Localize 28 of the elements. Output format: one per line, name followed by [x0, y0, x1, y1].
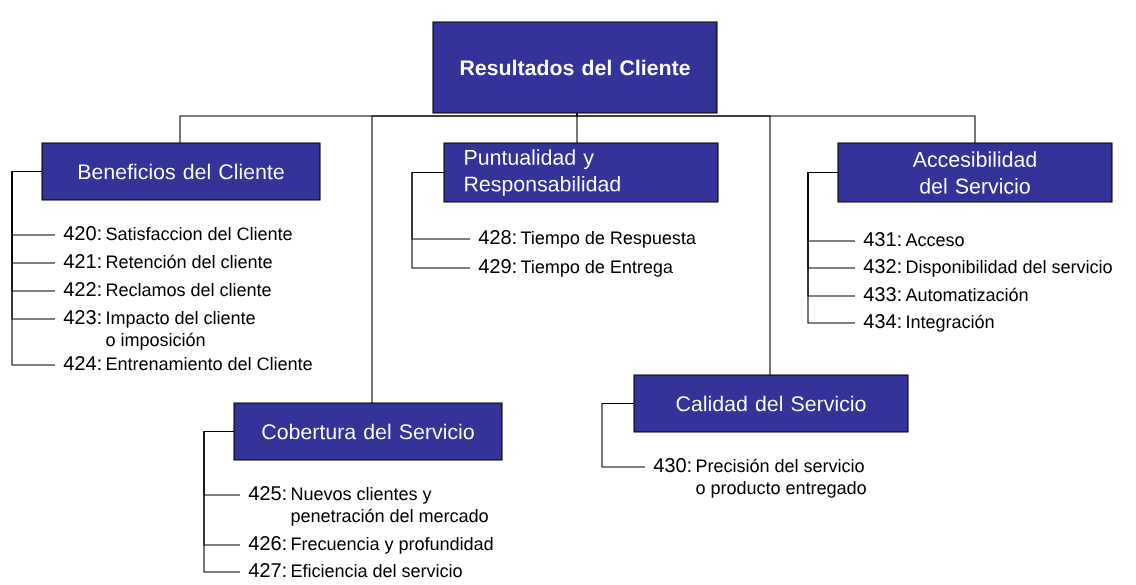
list-item: 429: Tiempo de Entrega — [478, 259, 673, 277]
category-box: Beneficios del Cliente — [41, 142, 321, 201]
list-item: 428: Tiempo de Respuesta — [478, 230, 696, 248]
category-box: Calidad del Servicio — [633, 374, 909, 433]
category-box: Accesibilidad del Servicio — [837, 142, 1113, 203]
connector-line — [411, 171, 471, 269]
list-item: 433: Automatización — [863, 287, 1028, 302]
title-box: Resultados del Cliente — [432, 21, 718, 114]
list-item: 420: Satisfaccion del Cliente — [63, 226, 292, 241]
connector-line — [203, 430, 241, 573]
list-item: 430: Precisión del servicio o producto entregado — [653, 458, 866, 498]
list-item: 434: Integración — [863, 314, 994, 332]
connector-line — [807, 171, 856, 324]
list-item: 426: Frecuencia y profundidad — [248, 536, 493, 554]
list-item: 427: Eficiencia del servicio — [248, 563, 462, 578]
connector-line — [601, 402, 646, 468]
category-box: Puntualidad y Responsabilidad — [443, 142, 719, 203]
category-box: Cobertura del Servicio — [233, 402, 503, 461]
list-item: 422: Reclamos del cliente — [63, 282, 271, 297]
list-item: 425: Nuevos clientes y penetración del mercado — [248, 486, 488, 526]
connector-line — [576, 112, 771, 376]
list-item: 423: Impacto del cliente o imposición — [63, 310, 255, 350]
connector-line — [371, 112, 578, 404]
list-item: 424: Entrenamiento del Cliente — [63, 356, 312, 371]
list-item: 432: Disponibilidad del servicio — [863, 259, 1112, 277]
list-item: 421: Retención del cliente — [63, 254, 272, 269]
list-item: 431: Acceso — [863, 232, 964, 247]
connector-line — [11, 170, 56, 366]
